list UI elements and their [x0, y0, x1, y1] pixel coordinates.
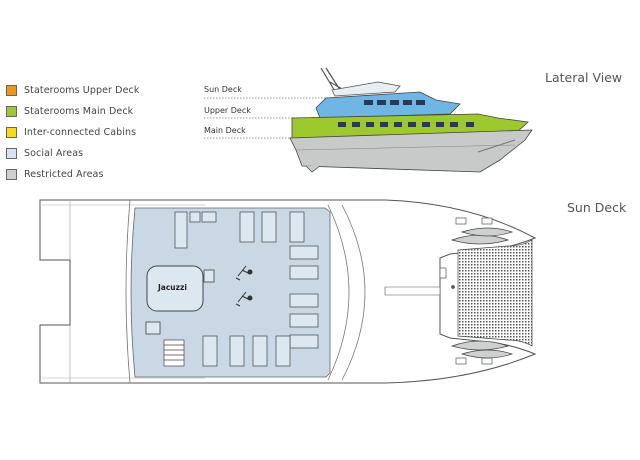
legend-label: Staterooms Main Deck: [24, 106, 134, 117]
window-upper: [364, 100, 373, 105]
cocktail-tables: [235, 265, 253, 307]
legend-label: Inter-connected Cabins: [24, 127, 137, 138]
legend-label: Social Areas: [24, 148, 84, 159]
deck-label-main: Main Deck: [204, 126, 246, 135]
window-main: [436, 122, 444, 127]
window-upper: [416, 100, 425, 105]
sun-deck-title: Sun Deck: [567, 200, 627, 215]
window-main: [394, 122, 402, 127]
legend-item-restricted: Restricted Areas: [6, 164, 139, 185]
jacuzzi-step: [203, 269, 215, 283]
ship-bow-stripe: [477, 139, 516, 153]
lateral-view-title: Lateral View: [545, 70, 623, 85]
legend-swatch: [6, 85, 17, 96]
ship-keel: [305, 165, 321, 173]
window-main: [450, 122, 458, 127]
legend-swatch: [6, 148, 17, 159]
stairs: [163, 339, 185, 367]
deck-label-upper: Upper Deck: [204, 106, 251, 115]
window-upper: [403, 100, 412, 105]
window-main: [338, 122, 346, 127]
jacuzzi-step: [145, 321, 161, 335]
loungers-bottom: [202, 335, 291, 367]
ship-hull: [289, 129, 533, 173]
ship-upper-deck: [315, 91, 461, 119]
legend-swatch: [6, 127, 17, 138]
legend-item-interconnected: Inter-connected Cabins: [6, 122, 139, 143]
ship-sundeck-roof: [331, 81, 401, 97]
trampoline-net: [457, 239, 533, 347]
window-main: [352, 122, 360, 127]
loungers-top: [174, 211, 305, 249]
social-area: [130, 207, 331, 378]
deck-label-sun: Sun Deck: [204, 85, 242, 94]
jacuzzi: [146, 265, 204, 312]
legend-label: Staterooms Upper Deck: [24, 85, 140, 96]
legend-label: Restricted Areas: [24, 169, 104, 180]
legend-swatch: [6, 169, 17, 180]
window-main: [422, 122, 430, 127]
legend-item-social: Social Areas: [6, 143, 139, 164]
loungers-right: [289, 245, 319, 349]
window-main: [366, 122, 374, 127]
window-upper: [390, 100, 399, 105]
window-upper: [377, 100, 386, 105]
legend-item-staterooms-main: Staterooms Main Deck: [6, 101, 139, 122]
window-main: [408, 122, 416, 127]
legend-item-staterooms-upper: Staterooms Upper Deck: [6, 80, 139, 101]
jacuzzi-label: Jacuzzi: [158, 283, 187, 292]
legend: Staterooms Upper Deck Staterooms Main De…: [6, 80, 139, 185]
aft-curve: [125, 199, 131, 384]
window-main: [380, 122, 388, 127]
legend-swatch: [6, 106, 17, 117]
kayaks: [450, 227, 514, 359]
forward-deck-fixtures: [439, 217, 493, 365]
gangway: [384, 286, 441, 296]
window-main: [466, 122, 474, 127]
